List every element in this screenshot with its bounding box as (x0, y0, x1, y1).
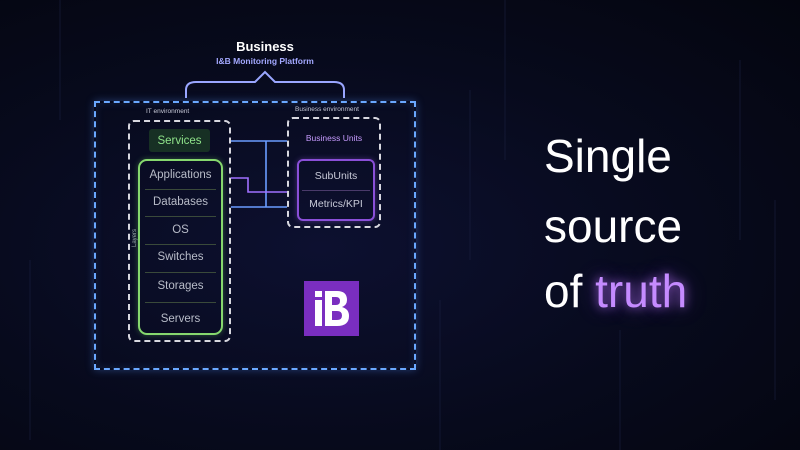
business-unit-divider (302, 190, 370, 191)
layer-divider (145, 216, 216, 217)
business-unit-subunits: SubUnits (314, 170, 358, 182)
business-environment-label: Business environment (295, 106, 359, 113)
services-connector (231, 140, 287, 208)
headline-line-2: source (544, 200, 683, 252)
headline-line-1: Single (544, 130, 672, 182)
layer-os: OS (172, 224, 189, 236)
layer-databases: Databases (153, 196, 208, 208)
layer-divider (145, 272, 216, 273)
layer-divider (145, 244, 216, 245)
layer-divider (145, 189, 216, 190)
diagram-subtitle: I&B Monitoring Platform (216, 56, 314, 66)
diagram-title: Business (236, 39, 294, 54)
layers-box (138, 159, 223, 335)
platform-box (94, 101, 416, 370)
business-unit-metrics: Metrics/KPI (309, 198, 363, 210)
headline-truth: truth (595, 265, 688, 317)
business-units-label: Business Units (305, 133, 363, 143)
layer-switches: Switches (157, 251, 204, 263)
services-node: Services (149, 129, 210, 152)
layer-divider (145, 302, 216, 303)
layer-applications: Applications (149, 169, 212, 181)
ib-logo-icon (304, 281, 359, 336)
headline-of: of (544, 265, 583, 317)
it-environment-box (128, 120, 231, 342)
business-units-box (297, 159, 375, 221)
business-environment-box (287, 117, 381, 228)
layer-servers: Servers (160, 313, 201, 325)
it-environment-label: IT environment (146, 108, 190, 115)
applications-connector (231, 177, 287, 193)
platform-bracket (185, 70, 345, 98)
layer-storages: Storages (157, 280, 204, 292)
headline-line-3: of truth (544, 268, 687, 314)
